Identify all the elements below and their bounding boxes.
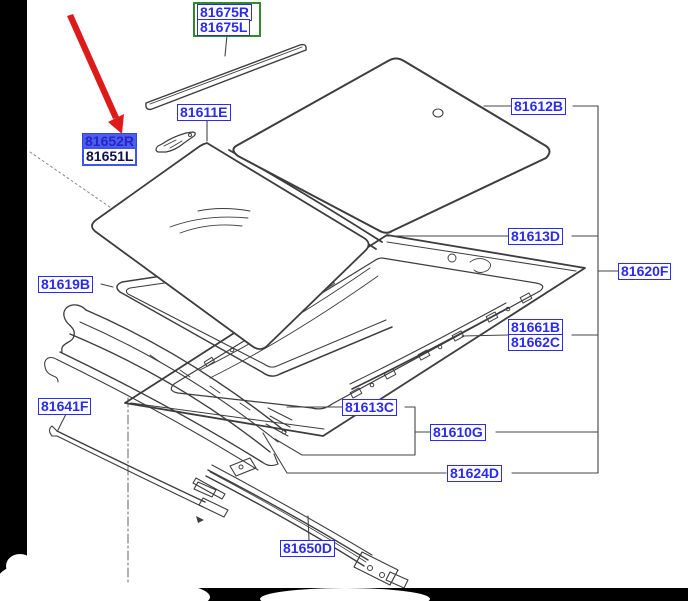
part-label-81611E[interactable]: 81611E	[177, 104, 231, 121]
part-sunshade-assembly	[44, 304, 287, 471]
part-hinge-bracket	[155, 131, 196, 153]
part-label-81613C[interactable]: 81613C	[342, 399, 398, 416]
red-pointer-arrow	[67, 14, 124, 134]
part-label-81610G[interactable]: 81610G	[430, 424, 486, 441]
part-glass-panel	[232, 57, 551, 234]
leader-lines	[57, 34, 619, 541]
part-label-81624D[interactable]: 81624D	[447, 465, 503, 482]
part-label-81651L[interactable]: 81651L	[82, 147, 138, 166]
part-label-81675R[interactable]: 81675R	[197, 4, 253, 21]
part-weatherstrip	[349, 302, 509, 390]
part-label-81675L[interactable]: 81675L	[197, 19, 251, 36]
part-label-81662C[interactable]: 81662C	[508, 334, 564, 351]
part-label-81650D[interactable]: 81650D	[280, 540, 336, 557]
part-opening-seal	[116, 248, 393, 377]
part-label-81612B[interactable]: 81612B	[511, 98, 567, 115]
part-label-81619B[interactable]: 81619B	[38, 276, 94, 293]
glass-hole	[432, 108, 444, 118]
part-molding-strip	[145, 43, 307, 111]
part-deflector	[48, 425, 229, 523]
part-label-81613D[interactable]: 81613D	[508, 228, 564, 245]
part-label-81641F[interactable]: 81641F	[38, 398, 92, 415]
group-box-81675	[193, 2, 261, 37]
part-roof-panel	[91, 142, 370, 350]
part-label-81661B[interactable]: 81661B	[508, 319, 564, 336]
part-label-81620F[interactable]: 81620F	[618, 263, 672, 280]
part-front-rail	[193, 457, 409, 589]
